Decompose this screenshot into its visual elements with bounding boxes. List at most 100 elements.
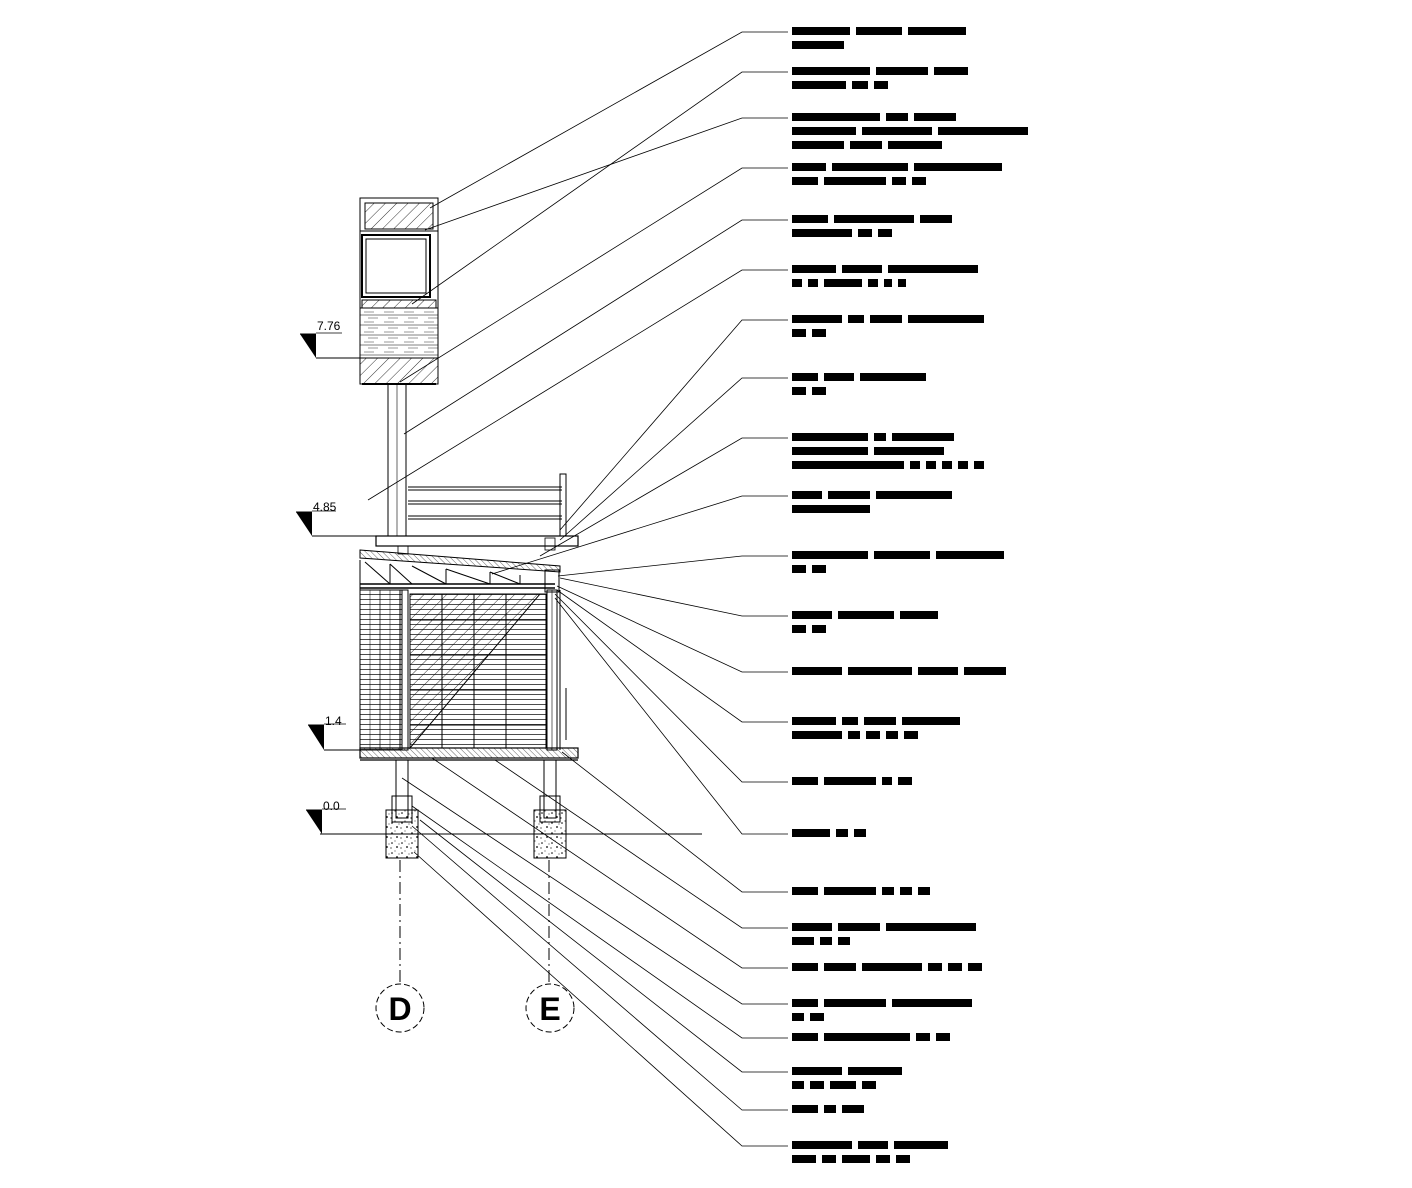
redacted-word [792,1105,818,1113]
leader-line [399,167,788,383]
annotation-label [792,717,960,739]
redacted-word [838,611,894,619]
redacted-word [968,963,982,971]
redacted-word [824,999,886,1007]
redacted-word [888,265,978,273]
grid-label-d: D [388,991,411,1027]
annotation-label [792,777,912,785]
redacted-word [864,717,896,725]
redacted-word [876,1155,890,1163]
redacted-word [838,923,880,931]
redacted-word [900,887,912,895]
redacted-word [810,1013,824,1021]
redacted-word [808,279,818,287]
annotation-label [792,999,972,1021]
redacted-word [870,315,902,323]
redacted-word [858,1141,888,1149]
leader-line [556,585,788,673]
redacted-word [874,447,944,455]
redacted-word [868,279,878,287]
redacted-word [888,141,942,149]
redacted-word [908,27,966,35]
redacted-word [964,667,1006,675]
redacted-word [836,829,848,837]
annotation-label [792,1067,902,1089]
redacted-word [842,717,858,725]
annotation-label [792,491,952,513]
redacted-word [848,315,864,323]
redacted-word [898,279,906,287]
redacted-word [936,1033,950,1041]
level-label: 1.4 [325,714,342,728]
redacted-word [792,373,818,381]
leader-line [494,759,788,929]
leader-lines [367,31,788,1147]
redacted-word [792,265,836,273]
redacted-word [792,1141,852,1149]
redacted-word [848,1067,902,1075]
redacted-word [792,67,870,75]
stilts-and-footings [385,759,567,859]
redacted-word [812,625,826,633]
redacted-word [792,777,818,785]
redacted-word [886,731,898,739]
redacted-word [792,1033,818,1041]
redacted-word [850,141,882,149]
leader-line [559,577,788,617]
redacted-word [792,113,880,121]
level-label: 4.85 [313,500,337,514]
redacted-word [874,433,886,441]
redacted-word [878,229,892,237]
redacted-word [918,887,930,895]
redacted-word [928,963,942,971]
redacted-word [914,163,1002,171]
redacted-word [862,1081,876,1089]
annotation-label [792,1033,950,1041]
leader-line [554,597,788,835]
redacted-word [942,461,952,469]
redacted-word [894,1141,948,1149]
redacted-word [892,433,954,441]
redacted-word [792,625,806,633]
annotation-label [792,551,1004,573]
redacted-word [792,611,832,619]
lower-enclosure [359,589,567,751]
leader-line [419,819,788,1073]
annotation-label [792,963,982,971]
annotation-label [792,113,1028,149]
redacted-word [792,1013,804,1021]
leader-line [403,219,788,435]
redacted-word [792,923,832,931]
grid-bubble-e [525,983,575,1033]
leader-line [556,589,788,723]
redacted-word [792,565,806,573]
redacted-word [792,41,844,49]
redacted-word [918,667,958,675]
annotation-label [792,163,1002,185]
annotation-label [792,923,976,945]
redacted-word [892,999,972,1007]
redacted-word [834,215,914,223]
redacted-word [810,1081,824,1089]
leader-line [561,751,788,893]
redacted-word [934,67,968,75]
redacted-word [792,81,846,89]
redacted-word [908,315,984,323]
redacted-word [876,491,952,499]
redacted-word [938,127,1028,135]
redacted-word [926,461,936,469]
redacted-word [874,551,930,559]
annotation-label [792,1141,948,1163]
floor-slab [359,747,579,761]
leader-line [557,555,788,577]
redacted-word [838,937,850,945]
redacted-word [792,461,904,469]
leader-line [539,437,788,557]
redacted-word [824,777,876,785]
redacted-word [792,177,818,185]
timber-post [387,383,407,537]
redacted-word [824,887,876,895]
redacted-word [848,667,912,675]
redacted-word [792,215,828,223]
leader-line [491,495,788,575]
